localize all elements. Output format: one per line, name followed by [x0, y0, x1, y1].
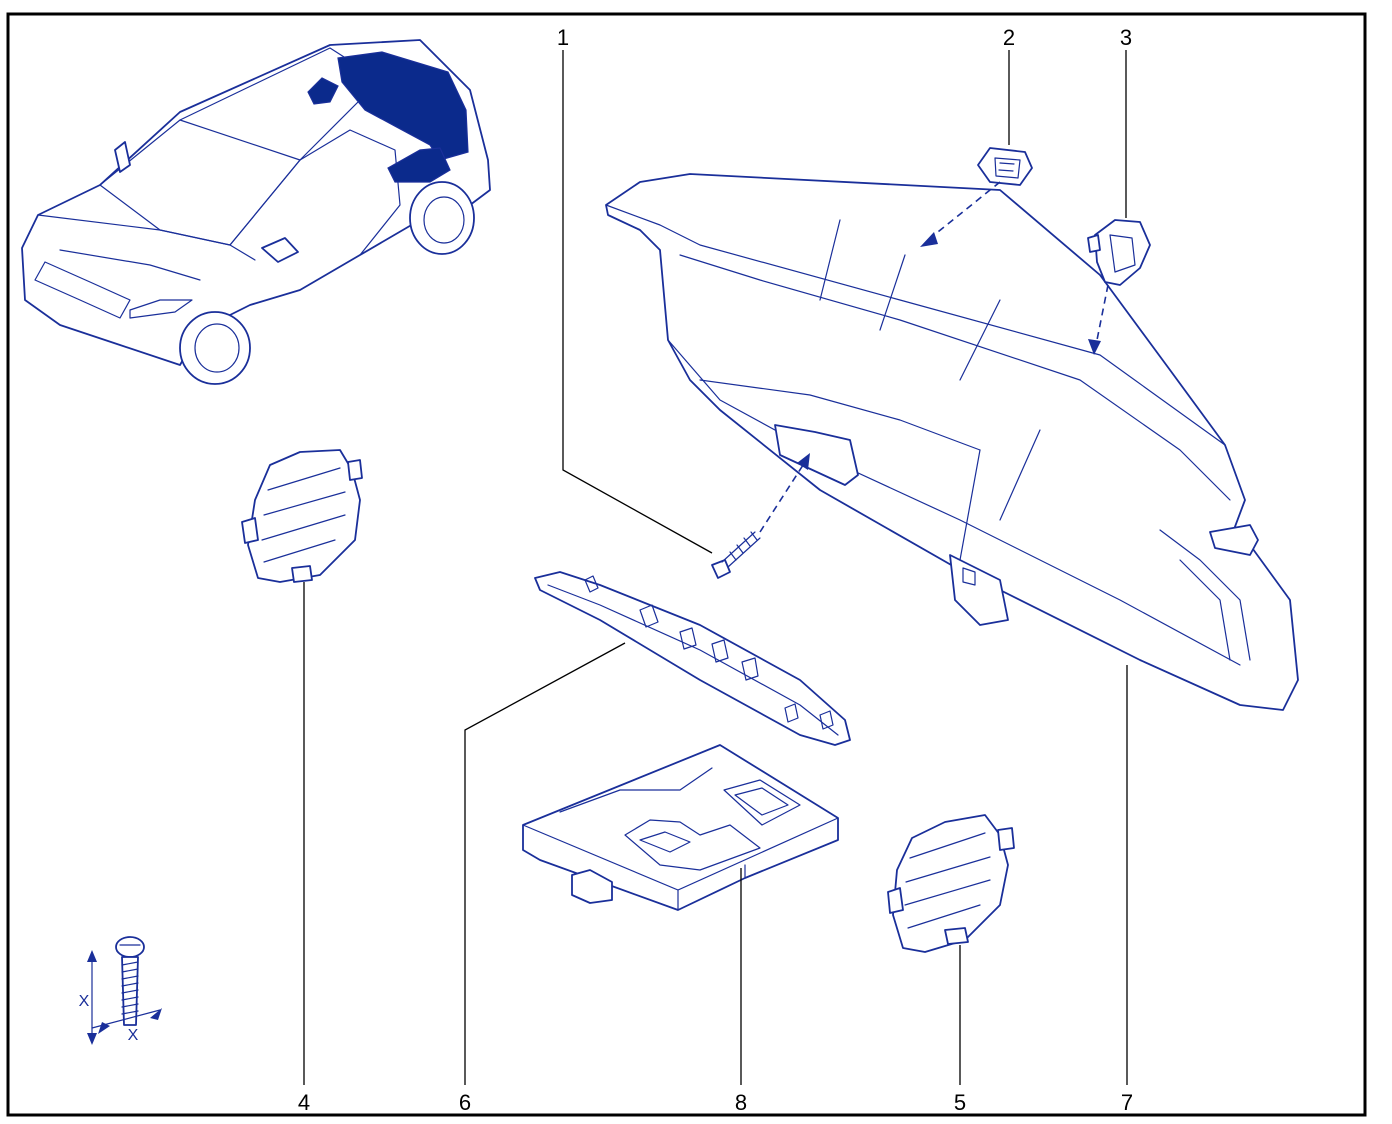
dimension-label-horizontal: X [128, 1027, 139, 1044]
highlighted-trim-area [337, 51, 469, 161]
assembly-arrow-3 [1095, 284, 1109, 346]
assembly-arrow-2 [927, 181, 1001, 241]
vehicle-locator-icon [21, 39, 491, 385]
part-5-vent-grille [887, 814, 1015, 953]
leader-line-6 [464, 642, 626, 1085]
part-3-retainer [1087, 219, 1151, 286]
part-1-screw [711, 531, 761, 579]
part-7-trim-panel [605, 173, 1299, 711]
callout-5: 5 [954, 1090, 966, 1115]
part-6-trim-strip [534, 571, 851, 746]
fastener-dimension-icon: X X [79, 936, 162, 1045]
callout-1: 1 [557, 25, 569, 50]
callout-2: 2 [1003, 25, 1015, 50]
part-4-vent-grille [241, 449, 363, 583]
assembly-arrow-1 [759, 461, 806, 533]
callout-8: 8 [735, 1090, 747, 1115]
callout-3: 3 [1120, 25, 1132, 50]
callout-4: 4 [298, 1090, 310, 1115]
part-2-clip [977, 147, 1033, 186]
callout-6: 6 [459, 1090, 471, 1115]
dimension-label-vertical: X [79, 993, 90, 1010]
part-8-bracket-tray [522, 744, 839, 911]
leader-line-1 [562, 50, 713, 554]
diagram-frame [6, 12, 1367, 1117]
callout-7: 7 [1121, 1090, 1133, 1115]
